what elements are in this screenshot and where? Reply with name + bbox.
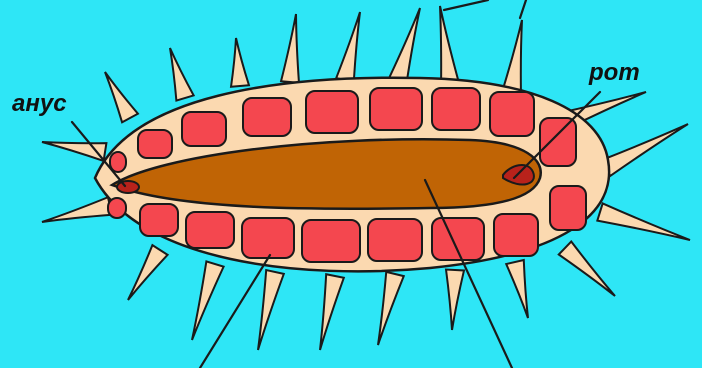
- spine-1: [105, 72, 138, 122]
- segment-11: [494, 214, 538, 256]
- spine-4: [281, 14, 299, 83]
- segment-14: [302, 220, 360, 262]
- segment-1: [110, 152, 126, 172]
- segment-3: [182, 112, 226, 146]
- segment-16: [186, 212, 234, 248]
- spine-6: [389, 8, 420, 83]
- spine-5: [336, 12, 360, 82]
- spine-11: [597, 203, 690, 240]
- spine-14: [446, 270, 464, 330]
- segment-9: [540, 118, 576, 166]
- anus-opening: [117, 181, 139, 193]
- label-mouth: рот: [589, 61, 640, 85]
- segment-2: [138, 130, 172, 158]
- segment-6: [370, 88, 422, 130]
- spine-16: [320, 274, 344, 350]
- spine-3: [231, 38, 249, 87]
- segment-10: [550, 186, 586, 230]
- segment-8: [490, 92, 534, 136]
- segment-17: [140, 204, 178, 236]
- spine-10: [602, 124, 688, 176]
- spine-12: [559, 242, 615, 296]
- segment-15: [242, 218, 294, 258]
- segment-5: [306, 91, 358, 133]
- spine-8: [503, 20, 522, 91]
- pointer-top-2: [520, 0, 526, 18]
- spine-20: [42, 197, 112, 222]
- segment-7: [432, 88, 480, 130]
- segment-4: [243, 98, 291, 136]
- segment-18: [108, 198, 126, 218]
- spine-15: [378, 272, 404, 345]
- spine-18: [192, 261, 224, 340]
- label-anus: анус: [12, 92, 67, 116]
- pointer-top: [444, 0, 488, 10]
- spine-7: [440, 6, 459, 85]
- segment-13: [368, 219, 422, 261]
- spine-13: [506, 260, 528, 318]
- spine-17: [258, 270, 284, 350]
- spine-19: [128, 245, 168, 300]
- spine-2: [170, 48, 194, 101]
